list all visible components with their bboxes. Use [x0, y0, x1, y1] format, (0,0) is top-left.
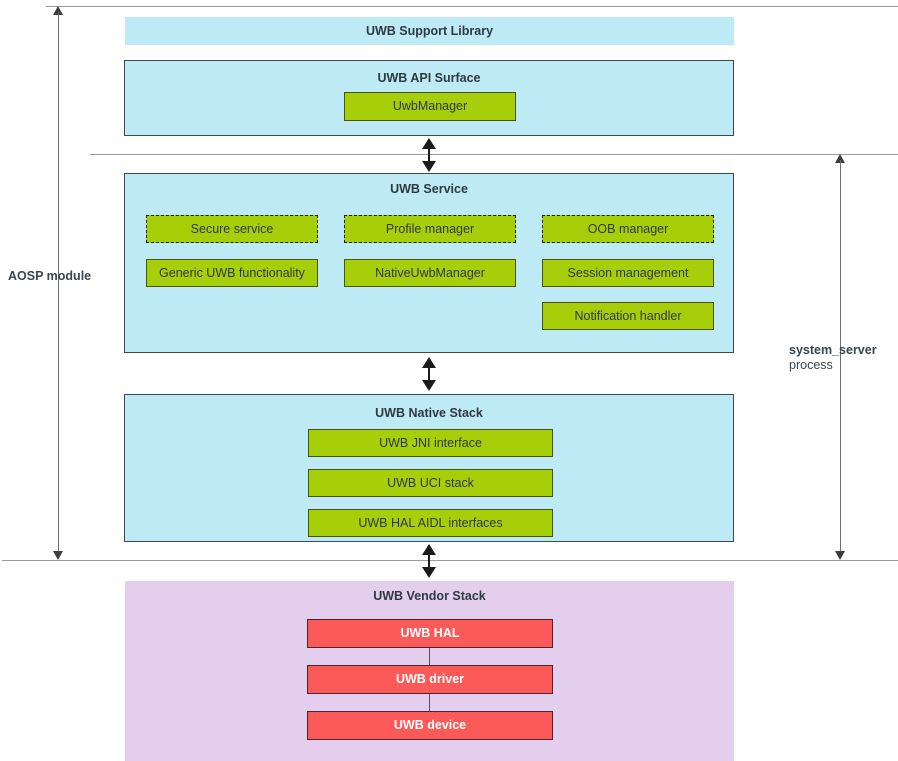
label-system-server-light: process — [789, 358, 833, 372]
block-api-surface-title: UWB API Surface — [377, 71, 481, 85]
label-system-server: system_server process — [789, 343, 877, 373]
aosp-bracket-arrow-down — [53, 551, 63, 560]
label-aosp-module: AOSP module — [8, 269, 91, 284]
arrow-service-to-native — [422, 357, 436, 391]
node-uwb-hal-aidl-interfaces[interactable]: UWB HAL AIDL interfaces — [308, 509, 553, 537]
block-vendor-stack-title: UWB Vendor Stack — [373, 589, 486, 603]
node-secure-service[interactable]: Secure service — [146, 215, 318, 243]
bottom-boundary-rule — [2, 560, 898, 561]
system-server-bracket-line — [839, 160, 841, 551]
node-uwb-driver[interactable]: UWB driver — [307, 665, 553, 694]
block-api-surface[interactable]: UWB API Surface UwbManager — [124, 60, 734, 136]
label-aosp-module-text: AOSP module — [8, 269, 92, 283]
block-native-stack[interactable]: UWB Native Stack UWB JNI interface UWB U… — [124, 394, 734, 542]
block-uwb-service-title: UWB Service — [390, 182, 468, 196]
node-generic-uwb-functionality[interactable]: Generic UWB functionality — [146, 259, 318, 287]
node-session-management[interactable]: Session management — [542, 259, 714, 287]
aosp-bracket-arrow-up — [53, 6, 63, 15]
block-support-library[interactable]: UWB Support Library — [125, 17, 734, 45]
block-vendor-stack[interactable]: UWB Vendor Stack UWB HAL UWB driver UWB … — [125, 581, 734, 761]
system-server-bracket-arrow-up — [835, 154, 845, 163]
api-service-boundary-rule — [90, 154, 898, 155]
arrow-api-to-service — [422, 138, 436, 172]
node-uwb-hal[interactable]: UWB HAL — [307, 619, 553, 648]
node-uwb-jni-interface[interactable]: UWB JNI interface — [308, 429, 553, 457]
node-uwb-manager[interactable]: UwbManager — [344, 92, 516, 121]
node-uwb-uci-stack[interactable]: UWB UCI stack — [308, 469, 553, 497]
node-oob-manager[interactable]: OOB manager — [542, 215, 714, 243]
block-native-stack-title: UWB Native Stack — [375, 406, 483, 420]
arrow-native-to-vendor — [422, 544, 436, 578]
block-uwb-service[interactable]: UWB Service Secure service Profile manag… — [124, 173, 734, 353]
label-system-server-strong: system_server — [789, 343, 877, 357]
node-profile-manager[interactable]: Profile manager — [344, 215, 516, 243]
top-boundary-rule — [46, 6, 898, 7]
block-support-library-title: UWB Support Library — [365, 24, 494, 38]
system-server-bracket-arrow-down — [835, 551, 845, 560]
node-uwb-device[interactable]: UWB device — [307, 711, 553, 740]
aosp-bracket-line — [57, 12, 59, 551]
node-native-uwb-manager[interactable]: NativeUwbManager — [344, 259, 516, 287]
node-notification-handler[interactable]: Notification handler — [542, 302, 714, 330]
